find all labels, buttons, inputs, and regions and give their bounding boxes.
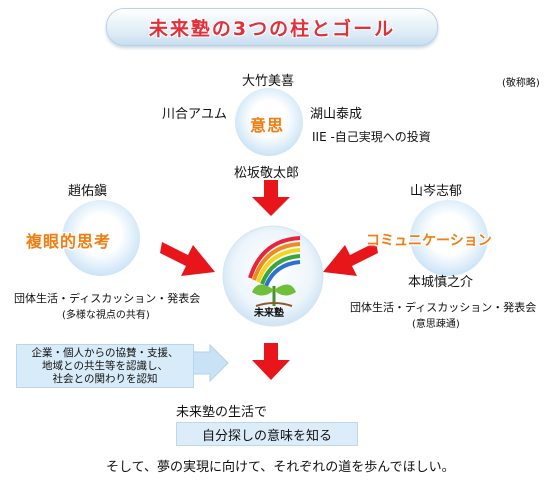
honorific-note: (敬称略) xyxy=(502,78,540,89)
name-koyama: 湖山泰成 xyxy=(310,107,363,122)
name-cho: 趙佑鎭 xyxy=(68,184,108,199)
pillar-left-sub: (多様な視点の共有) xyxy=(62,310,150,321)
pillar-left-orb xyxy=(62,200,140,276)
support-line-1: 企業・個人からの協賛・支援、 xyxy=(31,346,179,359)
arrow-left-in xyxy=(160,242,215,276)
name-kawai: 川合アユム xyxy=(162,107,228,122)
support-box: 企業・個人からの協賛・支援、 地域との共生等を認識し、 社会との関わりを認知 xyxy=(16,344,194,388)
pillar-right-sub: (意思疎通) xyxy=(412,319,460,330)
name-matsuzaka: 松坂敬太郎 xyxy=(234,166,300,181)
goal-meaning-text: 自分探しの意味を知る xyxy=(201,428,332,444)
name-honjo: 本城慎之介 xyxy=(408,275,474,290)
title-banner: 未来塾の3つの柱とゴール xyxy=(106,8,438,46)
pillar-right-activity: 団体生活・ディスカッション・発表会 xyxy=(350,301,537,314)
pillar-right-label: コミュニケーション xyxy=(366,233,492,249)
center-logo-text: 未来塾 xyxy=(254,308,284,319)
support-line-2: 地域との共生等を認識し、 xyxy=(42,359,168,372)
goal-life-text: 未来塾の生活で xyxy=(176,405,268,420)
support-line-3: 社会との関わりを認知 xyxy=(52,372,158,385)
pillar-left-activity: 団体生活・ディスカッション・発表会 xyxy=(14,292,201,305)
arrow-right-in xyxy=(323,242,378,276)
arrow-top-down xyxy=(252,180,290,216)
center-logo xyxy=(222,225,324,327)
goal-meaning-box: 自分探しの意味を知る xyxy=(176,422,358,446)
goal-closing-text: そして、夢の実現に向けて、それぞれの道を歩んでほしい。 xyxy=(106,460,455,475)
pillar-top-note: IIE -自己実現への投資 xyxy=(312,130,431,144)
arrow-support xyxy=(191,343,229,383)
name-ootake: 大竹美喜 xyxy=(242,74,295,89)
arrow-bottom-down xyxy=(252,343,290,380)
name-yamaguchi: 山岑志郁 xyxy=(410,184,463,199)
pillar-right-orb xyxy=(410,200,488,276)
pillar-top-label: 意思 xyxy=(250,116,285,135)
diagram-title: 未来塾の3つの柱とゴール xyxy=(148,17,396,40)
pillar-top-orb xyxy=(235,88,303,156)
pillar-left-label: 複眼的思考 xyxy=(26,232,112,251)
